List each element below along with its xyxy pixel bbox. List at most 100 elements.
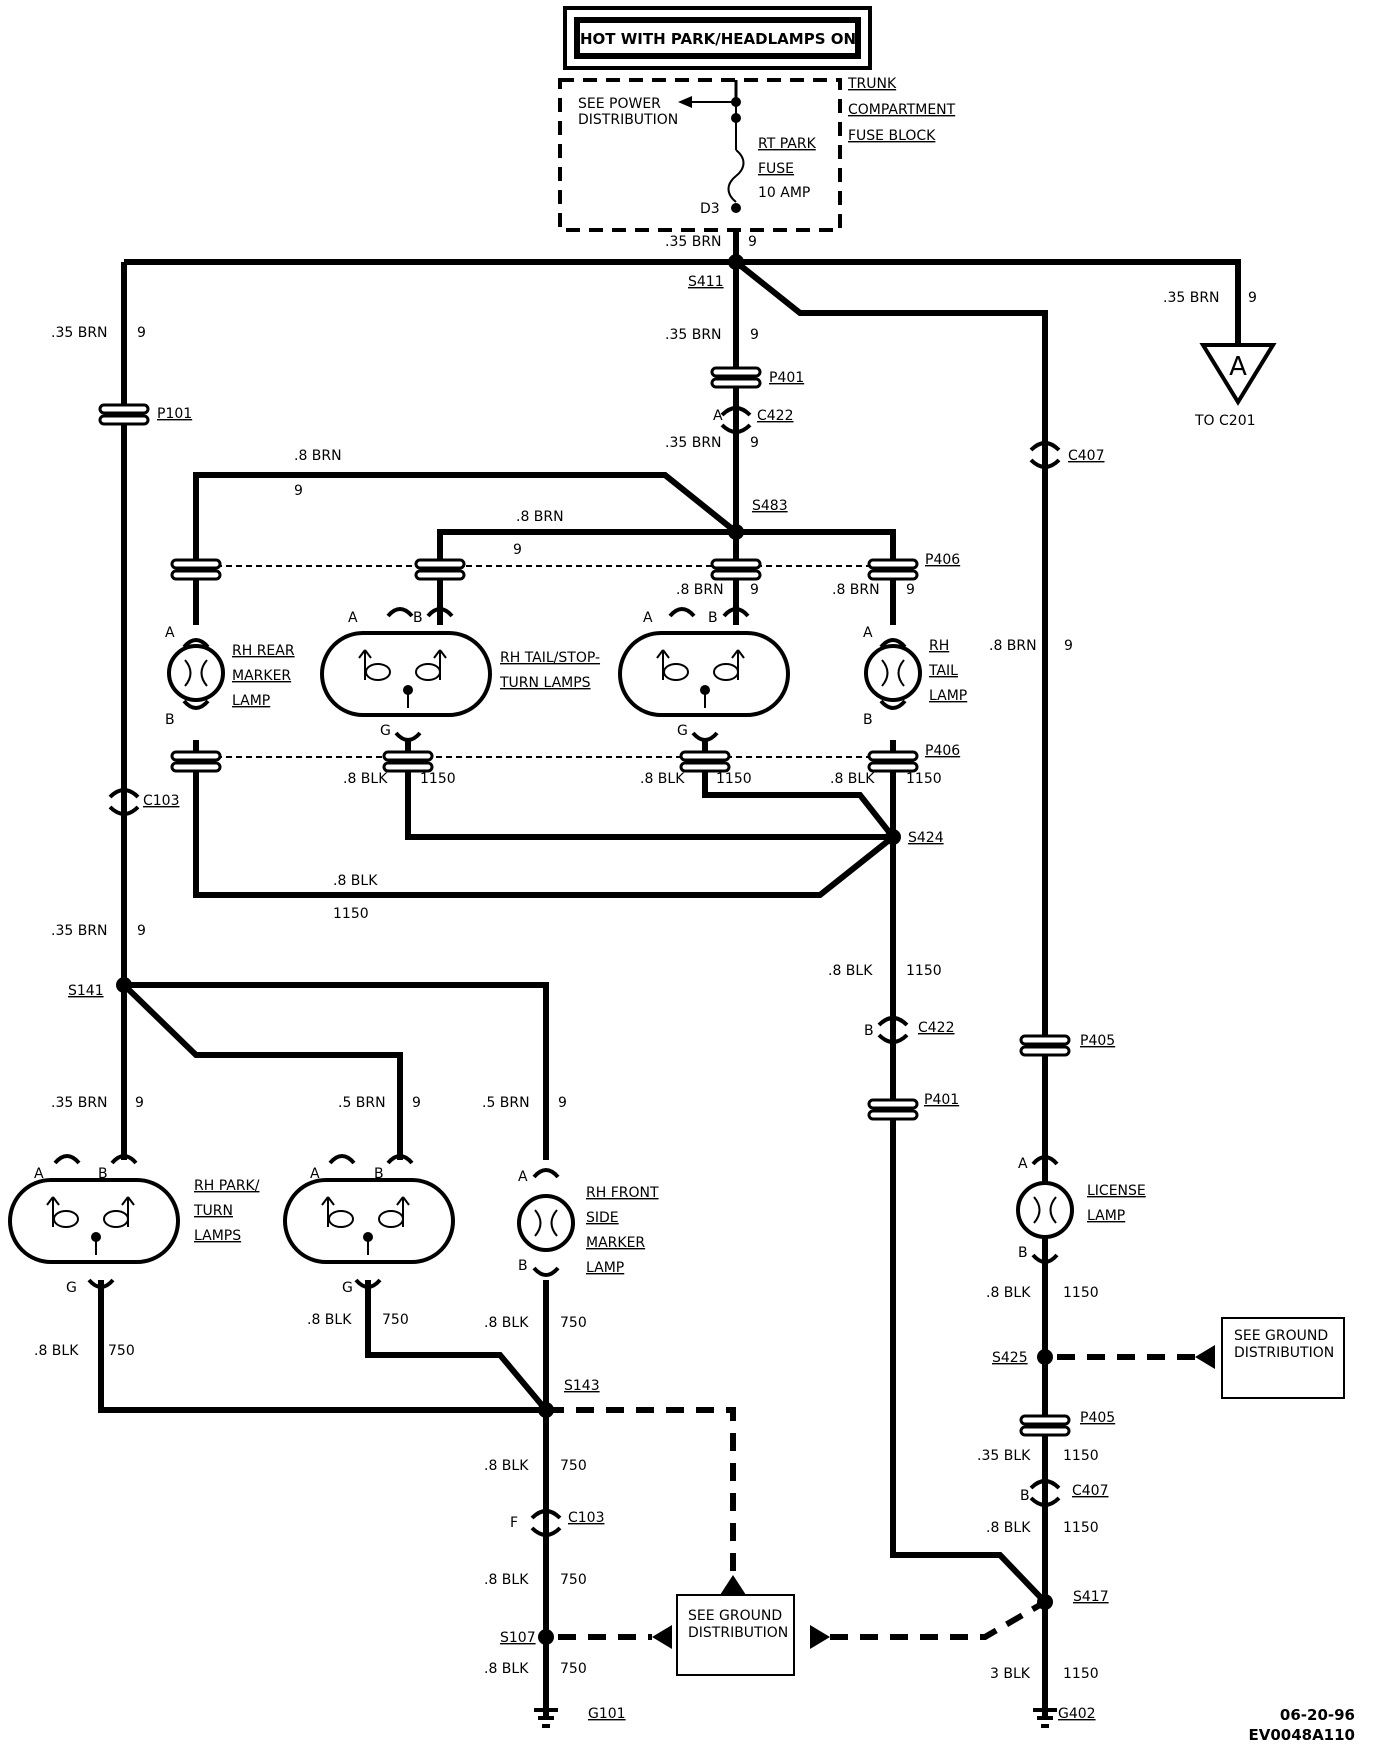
svg-text:A: A <box>518 1169 528 1185</box>
svg-text:9: 9 <box>750 435 759 451</box>
label-c422-top: C422 <box>757 408 794 424</box>
rh-tail-lamp <box>864 638 922 710</box>
hot-at-header: HOT WITH PARK/HEADLAMPS ON <box>563 6 872 70</box>
c407-low-symbol <box>1029 1479 1061 1507</box>
svg-text:A: A <box>165 625 175 641</box>
p401-top-symbol <box>710 366 762 389</box>
svg-text:.8 BRN: .8 BRN <box>294 448 342 464</box>
rh-park-turn-lamp-1 <box>8 1154 180 1289</box>
arrow-up-icon <box>720 1575 746 1595</box>
see-ground-right-2: DISTRIBUTION <box>1234 1345 1334 1361</box>
fuse-block: SEE POWER DISTRIBUTION RT PARK FUSE 10 A… <box>558 76 956 232</box>
see-ground-mid-1: SEE GROUND <box>688 1608 782 1624</box>
svg-text:9: 9 <box>1064 638 1073 654</box>
fuse-icon <box>727 149 745 203</box>
fuse-block-name-2: COMPARTMENT <box>848 102 956 118</box>
footer: 06-20-96 EV0048A110 <box>1248 1706 1355 1744</box>
svg-text:750: 750 <box>382 1312 409 1328</box>
svg-text:A: A <box>713 408 723 424</box>
splice-s143: S143 <box>564 1378 600 1394</box>
ground-boxes: SEE GROUND DISTRIBUTION SEE GROUND DISTR… <box>652 1317 1345 1676</box>
label-c407-top: C407 <box>1068 448 1105 464</box>
splice-s411-dot <box>728 254 744 270</box>
svg-text:1150: 1150 <box>1063 1666 1099 1682</box>
svg-text:.8 BLK: .8 BLK <box>830 771 875 787</box>
p406-bounds <box>196 565 893 758</box>
svg-text:.5 BRN: .5 BRN <box>482 1095 530 1111</box>
p406-8 <box>867 750 919 773</box>
svg-text:.35 BRN: .35 BRN <box>665 327 722 343</box>
svg-text:9: 9 <box>1248 290 1257 306</box>
splice-s417: S417 <box>1073 1589 1109 1605</box>
ground-g101: G101 <box>588 1706 626 1722</box>
offpage-connector-a: A TO C201 <box>1194 343 1277 429</box>
svg-text:B: B <box>708 610 718 626</box>
splice-labels: S411 S483 S424 S141 S143 S107 S417 S425 <box>68 274 1109 1646</box>
svg-text:RH FRONT: RH FRONT <box>586 1185 659 1201</box>
p401-low-symbol <box>867 1098 919 1121</box>
svg-text:B: B <box>413 610 423 626</box>
c103-low-symbol <box>530 1509 562 1537</box>
license-lamp <box>1016 1155 1074 1264</box>
svg-text:G: G <box>66 1280 77 1296</box>
fuse-label-3: 10 AMP <box>758 185 810 201</box>
svg-text:LAMPS: LAMPS <box>194 1228 241 1244</box>
svg-text:RH: RH <box>929 638 949 654</box>
svg-text:G: G <box>342 1280 353 1296</box>
p406-3 <box>710 558 762 581</box>
svg-text:TURN LAMPS: TURN LAMPS <box>499 675 591 691</box>
arrow-right-icon <box>1195 1345 1215 1369</box>
p406-4 <box>867 558 919 581</box>
svg-text:.8 BLK: .8 BLK <box>333 873 378 889</box>
svg-text:9: 9 <box>135 1095 144 1111</box>
see-ground-mid-2: DISTRIBUTION <box>688 1625 788 1641</box>
component-labels: RH REAR MARKER LAMP RH TAIL/STOP- TURN L… <box>193 638 1146 1276</box>
svg-text:750: 750 <box>108 1343 135 1359</box>
svg-text:LAMP: LAMP <box>929 688 967 704</box>
svg-text:F: F <box>510 1515 518 1531</box>
splice-s425-dot <box>1037 1349 1053 1365</box>
splice-dots <box>116 254 1053 1645</box>
svg-text:.8 BRN: .8 BRN <box>832 582 880 598</box>
footer-date: 06-20-96 <box>1280 1706 1355 1724</box>
svg-text:B: B <box>518 1258 528 1274</box>
svg-text:9: 9 <box>513 542 522 558</box>
svg-text:.8 BLK: .8 BLK <box>484 1458 529 1474</box>
rh-tail-stop-lamp-2 <box>618 607 790 742</box>
svg-text:LICENSE: LICENSE <box>1087 1183 1146 1199</box>
svg-text:LAMP: LAMP <box>1087 1208 1125 1224</box>
svg-text:1150: 1150 <box>1063 1285 1099 1301</box>
svg-text:.35 BLK: .35 BLK <box>977 1448 1031 1464</box>
svg-text:.8 BRN: .8 BRN <box>516 509 564 525</box>
fuse-label-1: RT PARK <box>758 136 817 152</box>
label-c422-low: C422 <box>918 1020 955 1036</box>
fuse-block-name-1: TRUNK <box>847 76 897 92</box>
svg-text:1150: 1150 <box>333 906 369 922</box>
connector-symbols <box>98 366 1071 1437</box>
splice-s425: S425 <box>992 1350 1028 1366</box>
svg-text:TAIL: TAIL <box>928 663 958 679</box>
see-power-line1: SEE POWER <box>578 96 661 112</box>
svg-text:A: A <box>34 1166 44 1182</box>
fuse-block-name-3: FUSE BLOCK <box>848 128 936 144</box>
svg-text:1150: 1150 <box>1063 1520 1099 1536</box>
svg-text:.35 BRN: .35 BRN <box>51 1095 108 1111</box>
svg-text:3 BLK: 3 BLK <box>990 1666 1031 1682</box>
splice-s417-dot <box>1037 1594 1053 1610</box>
ground-links <box>546 1354 1195 1640</box>
svg-text:1150: 1150 <box>906 963 942 979</box>
footer-code: EV0048A110 <box>1248 1726 1355 1744</box>
svg-text:.8 BLK: .8 BLK <box>484 1661 529 1677</box>
svg-text:9: 9 <box>137 325 146 341</box>
offpage-letter: A <box>1229 352 1247 382</box>
wires <box>98 230 1241 1720</box>
p406-2 <box>414 558 466 581</box>
ground-g402: G402 <box>1058 1706 1096 1722</box>
svg-text:.8 BLK: .8 BLK <box>307 1312 352 1328</box>
svg-text:A: A <box>348 610 358 626</box>
svg-text:B: B <box>864 1023 874 1039</box>
rh-front-side-marker-lamp <box>517 1168 575 1277</box>
c103-top-symbol <box>108 788 140 816</box>
svg-text:A: A <box>643 610 653 626</box>
p406-1 <box>170 558 222 581</box>
